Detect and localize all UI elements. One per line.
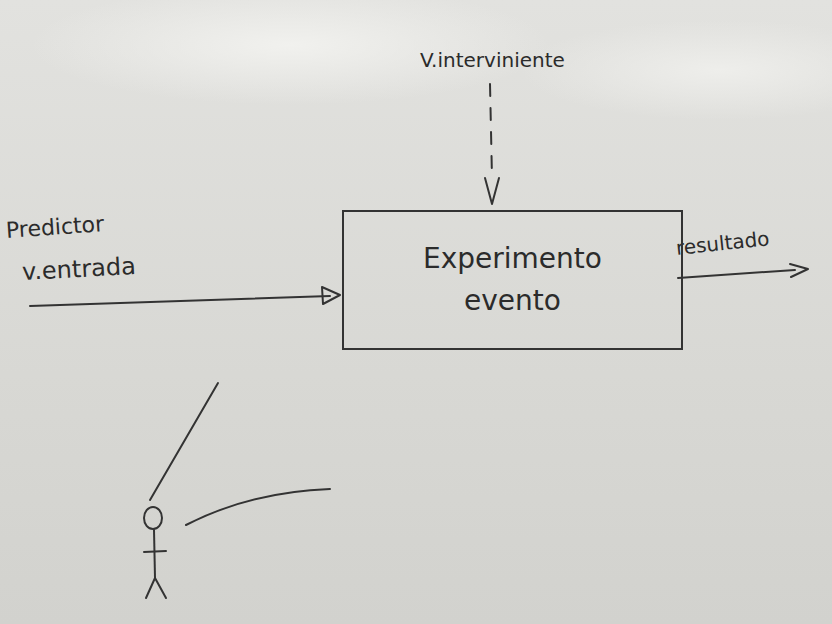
handwritten-label: Predictor <box>5 211 105 243</box>
stick-figure-body <box>154 530 155 578</box>
output-arrow-line <box>678 270 795 278</box>
label-holder: v.entrada <box>21 252 136 286</box>
label-holder: V.interviniente <box>420 48 565 72</box>
handwritten-label: V.interviniente <box>420 48 565 72</box>
handwritten-label: v.entrada <box>21 252 136 286</box>
sketch-line <box>150 383 218 500</box>
process-box: Experimentoevento <box>342 210 683 350</box>
dashed-influence-line <box>490 84 492 178</box>
box-text: Experimento <box>423 238 602 280</box>
sketch-curve <box>186 489 330 525</box>
label-holder: Predictor <box>5 211 105 243</box>
box-text: evento <box>464 280 561 322</box>
stick-figure-legs <box>146 578 166 598</box>
handwritten-label: resultado <box>675 226 771 260</box>
stick-figure-arms <box>144 551 166 552</box>
arrow-head <box>322 287 340 304</box>
arrow-head <box>790 264 808 277</box>
label-holder: resultado <box>675 226 771 260</box>
input-arrow-line <box>30 296 330 306</box>
stick-figure-head <box>144 507 162 529</box>
arrow-head <box>485 178 499 204</box>
